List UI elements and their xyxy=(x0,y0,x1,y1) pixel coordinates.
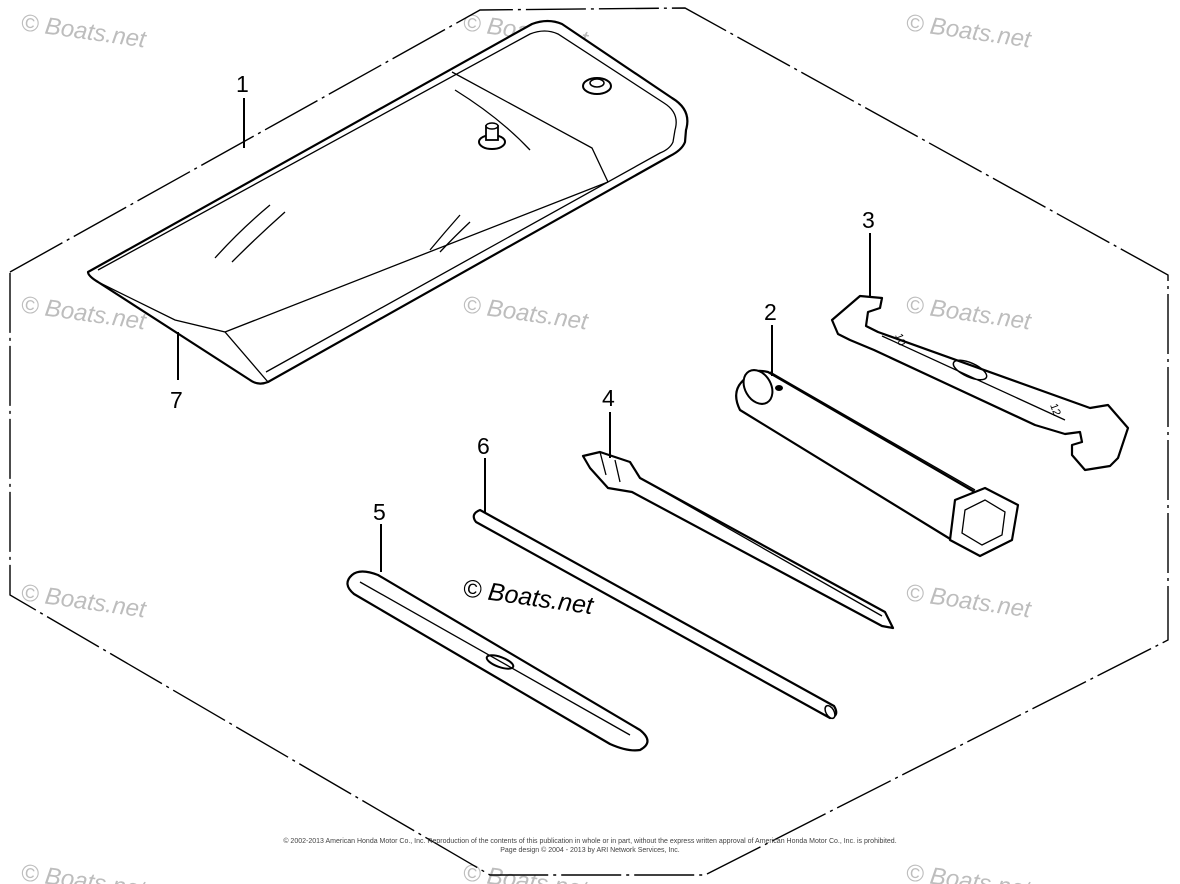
snap-button-female xyxy=(582,77,612,95)
tool-bag xyxy=(86,19,689,385)
watermark-low-right: © Boats.net xyxy=(904,579,1034,623)
copyright-line-1: © 2002-2013 American Honda Motor Co., In… xyxy=(283,837,896,845)
callout-4: 4 xyxy=(602,385,615,411)
watermark-bottom-center: © Boats.net xyxy=(461,859,591,884)
callout-7: 7 xyxy=(170,387,183,413)
wrench-size-a: 10 xyxy=(892,332,907,348)
watermark-mid-center: © Boats.net xyxy=(461,291,591,335)
callout-2: 2 xyxy=(764,299,777,325)
watermark-mid-right: © Boats.net xyxy=(904,291,1034,335)
screwdriver xyxy=(581,450,895,630)
center-watermark: © Boats.net xyxy=(461,574,596,620)
watermark-low-left: © Boats.net xyxy=(19,579,149,623)
callouts: 1 2 3 4 5 6 7 xyxy=(170,71,875,525)
boundary-outline xyxy=(9,7,1169,876)
wrench-size-b: 12 xyxy=(1047,402,1062,418)
watermark-bottom-left: © Boats.net xyxy=(19,859,149,884)
watermark-top-left: © Boats.net xyxy=(19,9,149,53)
copyright-line-2: Page design © 2004 - 2013 by ARI Network… xyxy=(500,846,680,854)
callout-5: 5 xyxy=(373,499,386,525)
plug-wrench xyxy=(735,369,1020,558)
spanner-handle xyxy=(346,570,649,752)
leader-lines xyxy=(177,98,871,572)
open-end-wrench: 10 12 xyxy=(830,294,1130,472)
watermark-top-right: © Boats.net xyxy=(904,9,1034,53)
callout-3: 3 xyxy=(862,207,875,233)
callout-6: 6 xyxy=(477,433,490,459)
handle-rod xyxy=(472,508,838,720)
callout-1: 1 xyxy=(236,71,249,97)
watermark-bottom-right: © Boats.net xyxy=(904,859,1034,884)
